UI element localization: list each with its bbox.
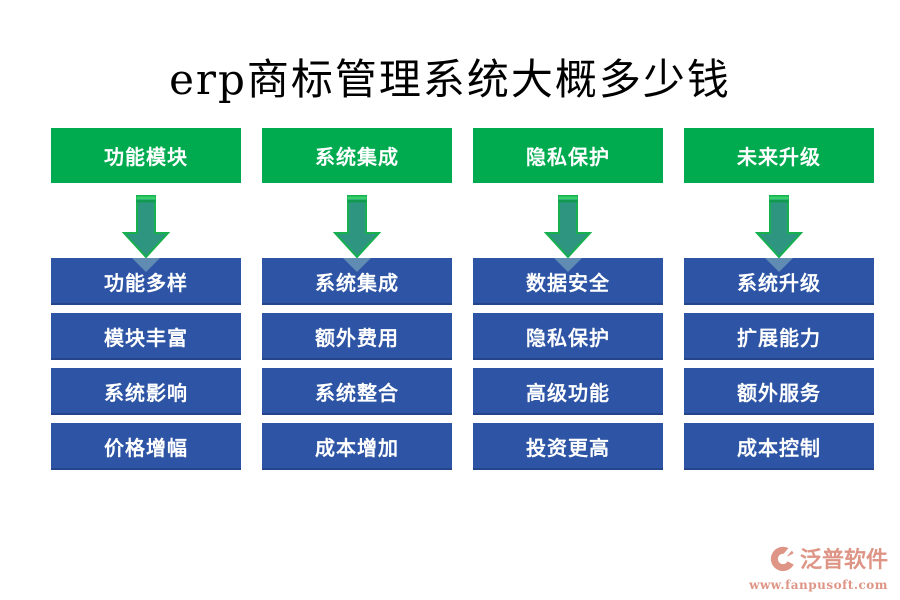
- item-box: 扩展能力: [684, 313, 874, 360]
- item-box: 系统影响: [51, 368, 241, 415]
- item-box: 系统集成: [262, 258, 452, 305]
- column-privacy-protection: 隐私保护 数据安全 隐私保护 高级功能 投资更高: [473, 128, 663, 478]
- column-future-upgrades: 未来升级 系统升级 扩展能力 额外服务 成本控制: [684, 128, 874, 478]
- item-box: 成本控制: [684, 423, 874, 470]
- down-arrow-icon: [543, 195, 593, 272]
- column-function-modules: 功能模块 功能多样 模块丰富 系统影响 价格增幅: [51, 128, 241, 478]
- header-box: 功能模块: [51, 128, 241, 183]
- header-box: 未来升级: [684, 128, 874, 183]
- item-box: 成本增加: [262, 423, 452, 470]
- item-box: 额外费用: [262, 313, 452, 360]
- item-box: 价格增幅: [51, 423, 241, 470]
- item-box: 高级功能: [473, 368, 663, 415]
- arrow-area: [51, 183, 241, 272]
- watermark-url: www.fanpusoft.com: [749, 578, 888, 592]
- arrow-area: [684, 183, 874, 272]
- column-system-integration: 系统集成 系统集成 额外费用 系统整合 成本增加: [262, 128, 452, 478]
- page-title: erp商标管理系统大概多少钱: [169, 55, 731, 104]
- item-box: 系统升级: [684, 258, 874, 305]
- down-arrow-icon: [332, 195, 382, 272]
- item-box: 额外服务: [684, 368, 874, 415]
- fanpu-logo-icon: [769, 542, 797, 578]
- columns-container: 功能模块 功能多样 模块丰富 系统影响 价格增幅 系统集成: [51, 128, 874, 478]
- arrow-area: [473, 183, 663, 272]
- arrow-area: [262, 183, 452, 272]
- header-box: 系统集成: [262, 128, 452, 183]
- item-box: 投资更高: [473, 423, 663, 470]
- down-arrow-icon: [121, 195, 171, 272]
- item-box: 隐私保护: [473, 313, 663, 360]
- watermark-brand: 泛普软件: [799, 547, 888, 574]
- watermark: 泛普软件 www.fanpusoft.com: [749, 542, 888, 592]
- item-box: 模块丰富: [51, 313, 241, 360]
- down-arrow-icon: [754, 195, 804, 272]
- item-box: 功能多样: [51, 258, 241, 305]
- item-box: 系统整合: [262, 368, 452, 415]
- item-box: 数据安全: [473, 258, 663, 305]
- header-box: 隐私保护: [473, 128, 663, 183]
- watermark-brand-row: 泛普软件: [749, 542, 888, 578]
